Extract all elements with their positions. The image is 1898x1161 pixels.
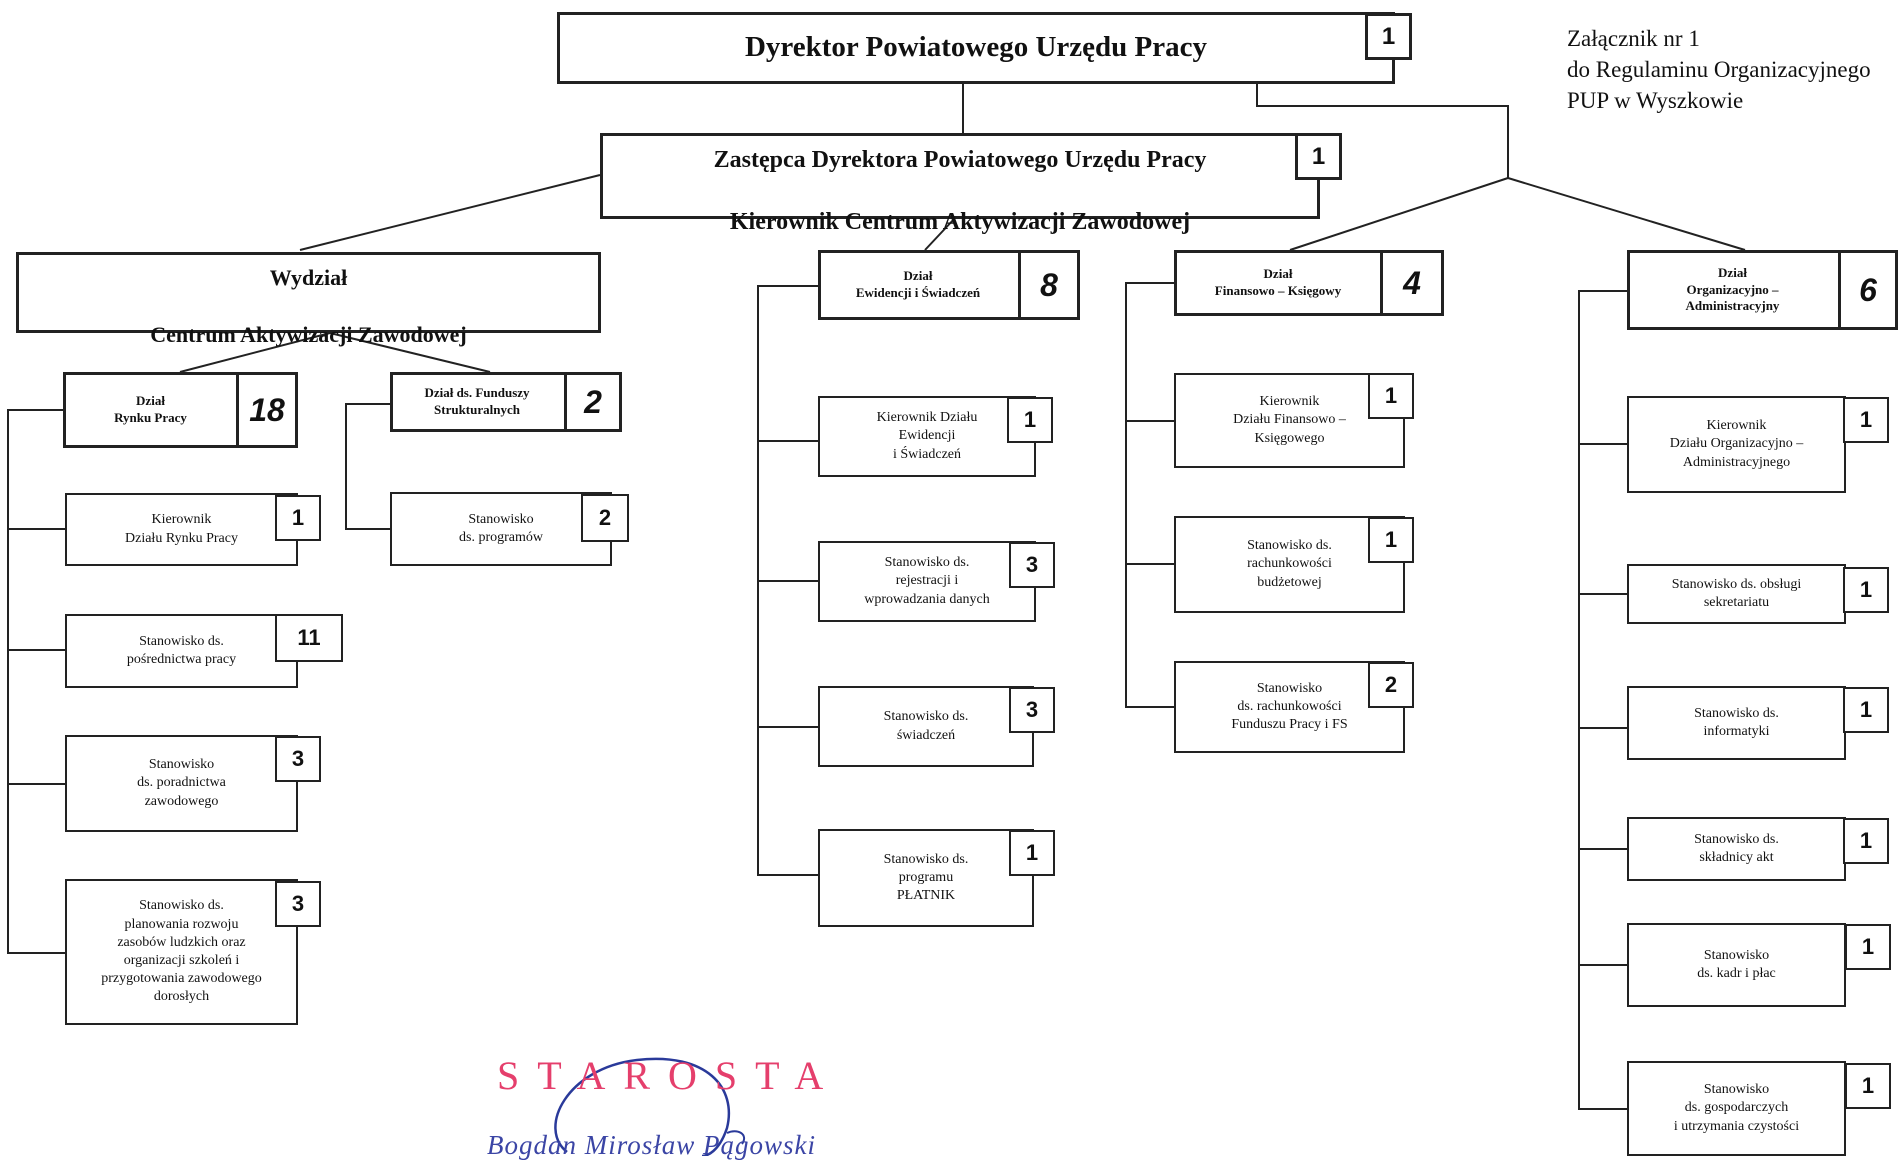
dept-fundusze-name: Dział ds. Funduszy Strukturalnych <box>424 385 530 417</box>
signature-scribble <box>554 1057 746 1156</box>
position-box: Kierownik Działu Finansowo – Księgowego <box>1174 373 1405 468</box>
deputy-box: Zastępca Dyrektora Powiatowego Urzędu Pr… <box>600 133 1320 235</box>
annex-note: Załącznik nr 1 do Regulaminu Organizacyj… <box>1567 24 1871 116</box>
annex-line-3: PUP w Wyszkowie <box>1567 87 1744 113</box>
position-count: 3 <box>275 736 321 782</box>
dept-ewidencja-name: Dział Ewidencji i Świadczeń <box>855 268 981 300</box>
position-count: 1 <box>1843 567 1889 613</box>
position-count: 1 <box>1007 397 1053 443</box>
position-count: 2 <box>581 494 629 542</box>
stamp-name: Bogdan Mirosław Pągowski <box>487 1130 817 1160</box>
position-label: Stanowisko ds. składnicy akt <box>1694 831 1779 865</box>
dept-rynek-pracy-count: 18 <box>236 372 298 448</box>
position-count: 1 <box>275 495 321 541</box>
deputy-line-1: Zastępca Dyrektora Powiatowego Urzędu Pr… <box>713 146 1207 173</box>
position-label: Kierownik Działu Rynku Pracy <box>125 512 238 546</box>
position-count: 1 <box>1843 818 1889 864</box>
director-box: Dyrektor Powiatowego Urzędu Pracy <box>557 12 1395 84</box>
position-count: 3 <box>275 881 321 927</box>
caz-division-line-2: Centrum Aktywizacji Zawodowej <box>150 322 467 348</box>
position-count: 1 <box>1843 397 1889 443</box>
dept-finanse-name: Dział Finansowo – Księgowy <box>1214 266 1342 298</box>
position-box: Stanowisko ds. składnicy akt <box>1627 817 1846 881</box>
position-box: Stanowisko ds. rachunkowości Funduszu Pr… <box>1174 661 1405 753</box>
annex-line-2: do Regulaminu Organizacyjnego <box>1567 56 1871 82</box>
position-label: Stanowisko ds. informatyki <box>1694 705 1779 739</box>
position-label: Stanowisko ds. rejestracji i wprowadzani… <box>864 555 990 607</box>
position-count: 1 <box>1368 517 1414 563</box>
caz-division-line-1: Wydział <box>269 264 348 290</box>
dept-rynek-pracy-name: Dział Rynku Pracy <box>114 393 187 425</box>
starosta-stamp: STAROSTA Bogdan Mirosław Pągowski <box>487 1048 857 1160</box>
dept-fundusze-count: 2 <box>564 372 622 432</box>
deputy-count: 1 <box>1295 133 1342 180</box>
director-count: 1 <box>1365 13 1412 60</box>
annex-line-1: Załącznik nr 1 <box>1567 26 1700 51</box>
caz-division-box: Wydział Centrum Aktywizacji Zawodowej <box>16 252 601 347</box>
position-label: Stanowisko ds. rachunkowości budżetowej <box>1247 538 1332 590</box>
position-box: Stanowisko ds. rejestracji i wprowadzani… <box>818 541 1036 622</box>
position-box: Stanowisko ds. pośrednictwa pracy <box>65 614 298 688</box>
position-box: Stanowisko ds. gospodarczych i utrzymani… <box>1627 1061 1846 1156</box>
position-label: Stanowisko ds. świadczeń <box>883 709 969 743</box>
position-count: 1 <box>1009 830 1055 876</box>
position-label: Kierownik Działu Finansowo – Księgowego <box>1233 394 1346 446</box>
position-label: Stanowisko ds. programów <box>459 511 543 545</box>
position-count: 1 <box>1368 373 1414 419</box>
position-box: Stanowisko ds. obsługi sekretariatu <box>1627 564 1846 624</box>
position-count: 2 <box>1368 662 1414 708</box>
position-box: Stanowisko ds. planowania rozwoju zasobó… <box>65 879 298 1025</box>
position-label: Stanowisko ds. poradnictwa zawodowego <box>137 757 226 809</box>
position-label: Stanowisko ds. gospodarczych i utrzymani… <box>1673 1082 1800 1134</box>
position-count: 1 <box>1845 924 1891 970</box>
position-box: Stanowisko ds. świadczeń <box>818 686 1034 767</box>
position-label: Kierownik Działu Organizacyjno – Adminis… <box>1669 418 1804 470</box>
deputy-line-2: Kierownik Centrum Aktywizacji Zawodowej <box>729 209 1191 236</box>
position-box: Stanowisko ds. informatyki <box>1627 686 1846 760</box>
position-count: 1 <box>1843 687 1889 733</box>
position-count: 1 <box>1845 1063 1891 1109</box>
position-label: Kierownik Działu Ewidencji i Świadczeń <box>876 410 978 462</box>
position-label: Stanowisko ds. planowania rozwoju zasobó… <box>101 898 262 1005</box>
position-count: 11 <box>275 614 343 662</box>
position-box: Kierownik Działu Organizacyjno – Adminis… <box>1627 396 1846 493</box>
dept-organizacyjny-count: 6 <box>1838 250 1898 330</box>
position-box: Kierownik Działu Rynku Pracy <box>65 493 298 566</box>
position-box: Stanowisko ds. kadr i płac <box>1627 923 1846 1007</box>
stamp-title: STAROSTA <box>497 1053 842 1098</box>
dept-ewidencja-count: 8 <box>1018 250 1080 320</box>
position-label: Stanowisko ds. obsługi sekretariatu <box>1671 576 1802 610</box>
position-box: Stanowisko ds. poradnictwa zawodowego <box>65 735 298 832</box>
dept-organizacyjny-name: Dział Organizacyjno – Administracyjny <box>1685 264 1780 314</box>
dept-finanse-count: 4 <box>1380 250 1444 316</box>
position-box: Kierownik Działu Ewidencji i Świadczeń <box>818 396 1036 477</box>
position-count: 3 <box>1009 687 1055 733</box>
position-label: Stanowisko ds. pośrednictwa pracy <box>126 633 237 667</box>
position-label: Stanowisko ds. programu PŁATNIK <box>883 851 969 904</box>
position-label: Stanowisko ds. rachunkowości Funduszu Pr… <box>1231 680 1348 733</box>
position-count: 3 <box>1009 542 1055 588</box>
director-title: Dyrektor Powiatowego Urzędu Pracy <box>744 31 1207 64</box>
position-label: Stanowisko ds. kadr i płac <box>1697 947 1776 981</box>
position-box: Stanowisko ds. rachunkowości budżetowej <box>1174 516 1405 613</box>
position-box: Stanowisko ds. programów <box>390 492 612 566</box>
position-box: Stanowisko ds. programu PŁATNIK <box>818 829 1034 927</box>
